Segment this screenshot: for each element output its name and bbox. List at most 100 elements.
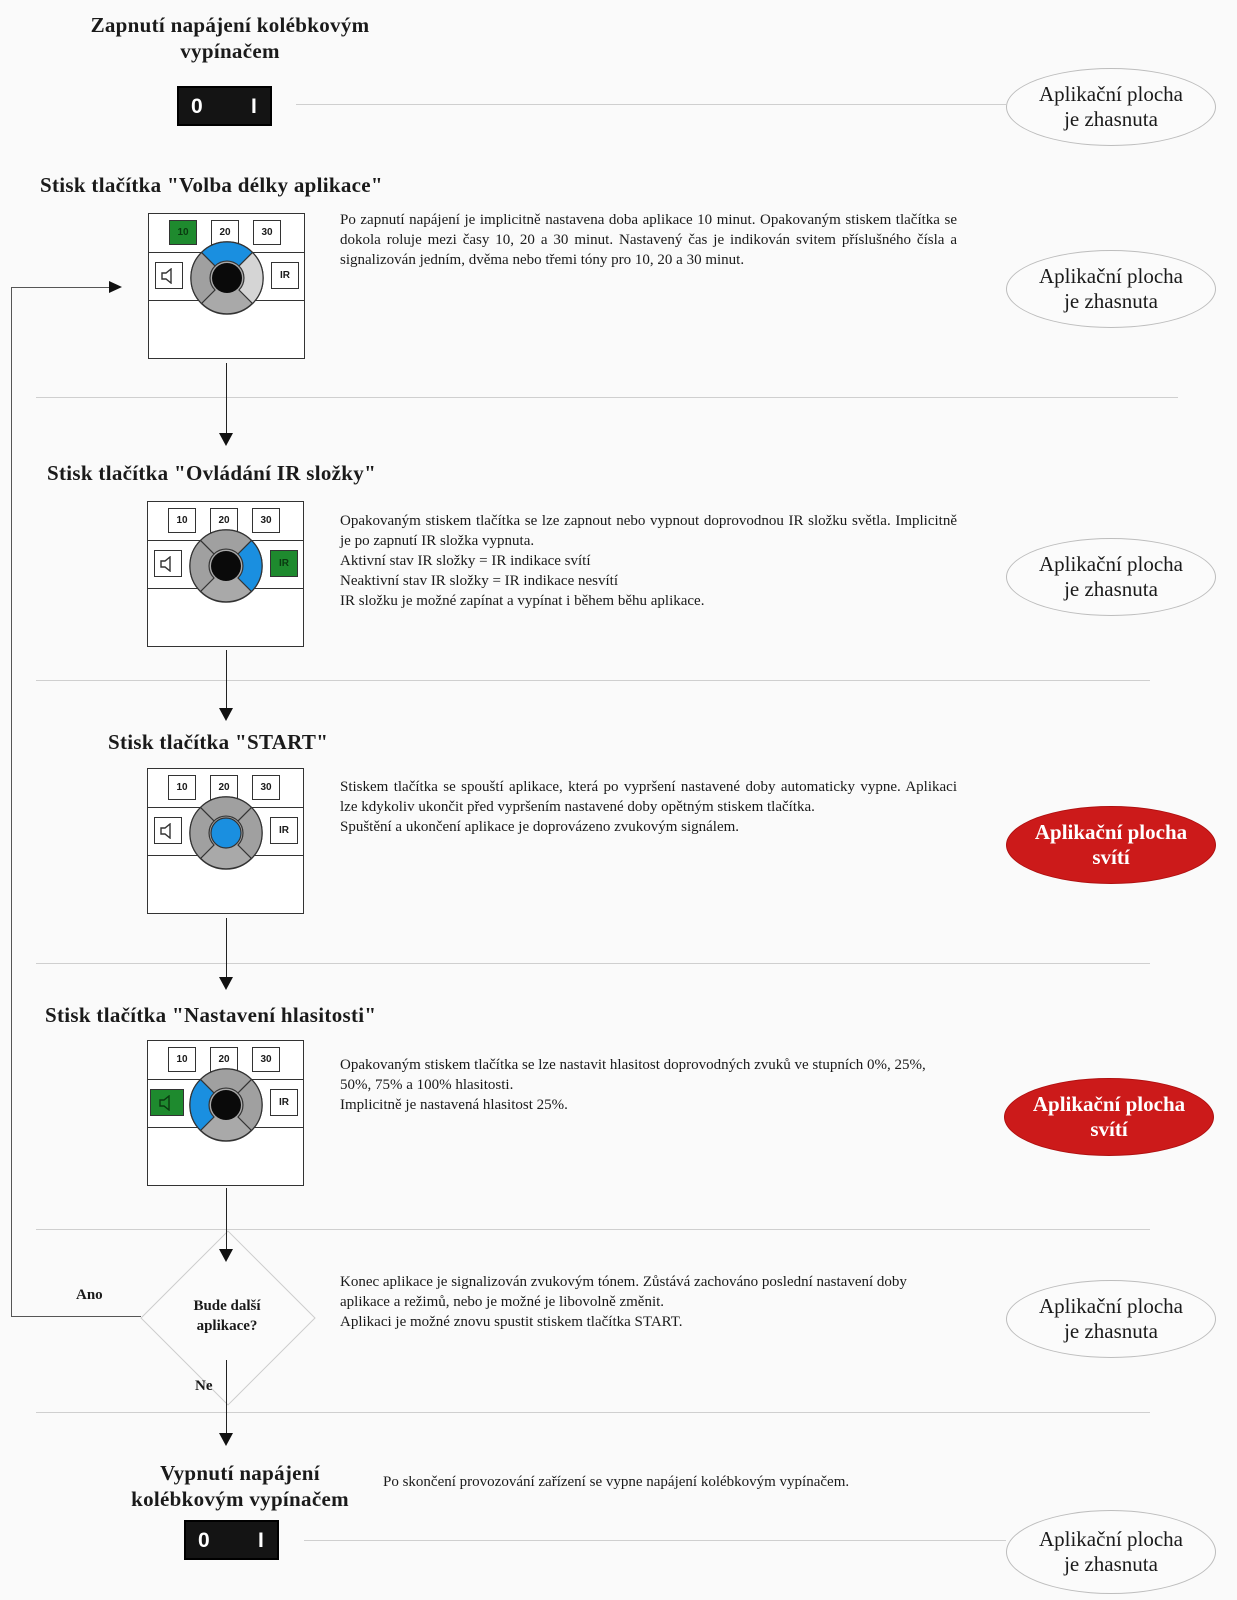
control-panel-step4: 10 20 30 IR xyxy=(147,1040,304,1186)
status-oval-step3-lit: Aplikační plocha svítí xyxy=(1006,806,1216,884)
status-oval-step1: Aplikační plocha je zhasnuta xyxy=(1006,250,1216,328)
step4-title: Stisk tlačítka "Nastavení hlasitosti" xyxy=(45,1003,377,1027)
control-row: IR xyxy=(148,1068,303,1142)
decision-desc-line: Konec aplikace je signalizován zvukovým … xyxy=(340,1274,907,1310)
time-10-button[interactable]: 10 xyxy=(168,1047,196,1072)
flow-arrow-line xyxy=(226,1360,227,1435)
ir-button-active[interactable]: IR xyxy=(270,550,298,577)
step5-title: Vypnutí napájení kolébkovým vypínačem xyxy=(131,1461,349,1511)
ir-button[interactable]: IR xyxy=(270,817,298,844)
start-button[interactable] xyxy=(211,1090,241,1120)
step3-desc-line: Stiskem tlačítka se spouští aplikace, kt… xyxy=(340,779,957,815)
time-30-button[interactable]: 30 xyxy=(252,508,280,533)
section-divider xyxy=(36,1412,1150,1413)
switch-off-label: 0 xyxy=(191,95,203,118)
flow-arrowhead xyxy=(219,433,233,446)
status-oval-decision: Aplikační plocha je zhasnuta xyxy=(1006,1280,1216,1358)
step2-title: Stisk tlačítka "Ovládání IR složky" xyxy=(47,461,377,485)
start-button-active[interactable] xyxy=(210,817,242,849)
time-buttons-row: 10 20 30 xyxy=(149,214,304,253)
speaker-icon xyxy=(160,555,171,572)
switch-on-label: I xyxy=(258,1529,264,1552)
connector-line xyxy=(304,1540,1006,1541)
loop-back-arrowhead xyxy=(109,281,122,293)
status-oval-step2: Aplikační plocha je zhasnuta xyxy=(1006,538,1216,616)
flow-arrowhead xyxy=(219,708,233,721)
section-divider xyxy=(36,397,1178,398)
status-oval-step5: Aplikační plocha je zhasnuta xyxy=(1006,1510,1216,1594)
loop-back-line-horizontal-top xyxy=(11,287,109,288)
time-10-button[interactable]: 10 xyxy=(168,508,196,533)
dial-left-segment-active[interactable] xyxy=(189,1078,215,1132)
step2-description: Opakovaným stiskem tlačítka se lze zapno… xyxy=(340,511,957,611)
time-30-button[interactable]: 30 xyxy=(253,220,281,245)
volume-button[interactable] xyxy=(155,262,183,289)
step4-desc-line: Opakovaným stiskem tlačítka se lze nasta… xyxy=(340,1057,926,1093)
dial-left-segment[interactable] xyxy=(190,251,216,305)
control-row: IR xyxy=(148,529,303,603)
decision-description: Konec aplikace je signalizován zvukovým … xyxy=(340,1272,960,1332)
ir-button[interactable]: IR xyxy=(270,1089,298,1116)
section-divider xyxy=(36,963,1150,964)
status-oval-step4-lit: Aplikační plocha svítí xyxy=(1004,1078,1214,1156)
time-10-button[interactable]: 10 xyxy=(169,220,197,245)
center-dial xyxy=(189,529,263,603)
volume-button[interactable] xyxy=(154,550,182,577)
volume-button[interactable] xyxy=(154,817,182,844)
dial-right-segment[interactable] xyxy=(237,1078,263,1132)
time-30-button[interactable]: 30 xyxy=(252,775,280,800)
flow-arrowhead xyxy=(219,1249,233,1262)
start-button[interactable] xyxy=(212,263,242,293)
start-button[interactable] xyxy=(211,551,241,581)
time-buttons-row: 10 20 30 xyxy=(148,769,303,808)
step2-desc-line: Neaktivní stav IR složky = IR indikace n… xyxy=(340,573,618,589)
step2-desc-line: Opakovaným stiskem tlačítka se lze zapno… xyxy=(340,513,957,549)
control-panel-step2: 10 20 30 IR xyxy=(147,501,304,647)
time-20-button[interactable]: 20 xyxy=(210,1047,238,1072)
step2-desc-line: Aktivní stav IR složky = IR indikace sví… xyxy=(340,553,591,569)
rocker-switch-on[interactable]: 0 I xyxy=(177,86,272,126)
center-dial xyxy=(189,796,263,870)
section-divider xyxy=(36,680,1150,681)
ir-button[interactable]: IR xyxy=(271,262,299,289)
dial-left-segment[interactable] xyxy=(189,806,215,860)
dial-right-segment-active[interactable] xyxy=(237,539,263,593)
step3-description: Stiskem tlačítka se spouští aplikace, kt… xyxy=(340,777,957,837)
section-divider xyxy=(36,1229,1150,1230)
loop-back-line-horizontal-bottom xyxy=(11,1316,141,1317)
volume-button-active[interactable] xyxy=(150,1089,184,1116)
time-30-button[interactable]: 30 xyxy=(252,1047,280,1072)
time-20-button[interactable]: 20 xyxy=(210,508,238,533)
connector-line xyxy=(296,104,1006,105)
speaker-icon xyxy=(160,822,171,839)
time-buttons-row: 10 20 30 xyxy=(148,502,303,541)
flow-arrowhead xyxy=(219,977,233,990)
step0-title: Zapnutí napájení kolébkovým vypínačem xyxy=(90,13,370,63)
flow-arrow-line xyxy=(226,1188,227,1250)
flow-arrow-line xyxy=(226,918,227,979)
flow-arrowhead xyxy=(219,1433,233,1446)
control-row: IR xyxy=(148,796,303,870)
dial-right-segment[interactable] xyxy=(237,806,263,860)
time-buttons-row: 10 20 30 xyxy=(148,1041,303,1080)
step1-title: Stisk tlačítka "Volba délky aplikace" xyxy=(40,173,383,197)
control-panel-step3: 10 20 30 IR xyxy=(147,768,304,914)
loop-back-line-vertical xyxy=(11,287,12,1317)
rocker-switch-off[interactable]: 0 I xyxy=(184,1520,279,1560)
decision-no-label: Ne xyxy=(195,1378,213,1394)
decision-yes-label: Ano xyxy=(76,1287,103,1303)
step2-desc-line: IR složku je možné zapínat a vypínat i b… xyxy=(340,593,705,609)
time-10-button[interactable]: 10 xyxy=(168,775,196,800)
step5-description: Po skončení provozování zařízení se vypn… xyxy=(383,1474,850,1490)
control-row: IR xyxy=(149,241,304,315)
speaker-icon xyxy=(159,1094,170,1111)
dial-right-segment[interactable] xyxy=(238,251,264,305)
flow-arrow-line xyxy=(226,650,227,710)
step1-description: Po zapnutí napájení je implicitně nastav… xyxy=(340,212,957,268)
control-panel-step1: 10 20 30 IR xyxy=(148,213,305,359)
switch-off-label: 0 xyxy=(198,1529,210,1552)
dial-left-segment[interactable] xyxy=(189,539,215,593)
speaker-icon xyxy=(161,267,172,284)
flow-arrow-line xyxy=(226,363,227,435)
decision-question: Bude další aplikace? xyxy=(193,1298,261,1334)
